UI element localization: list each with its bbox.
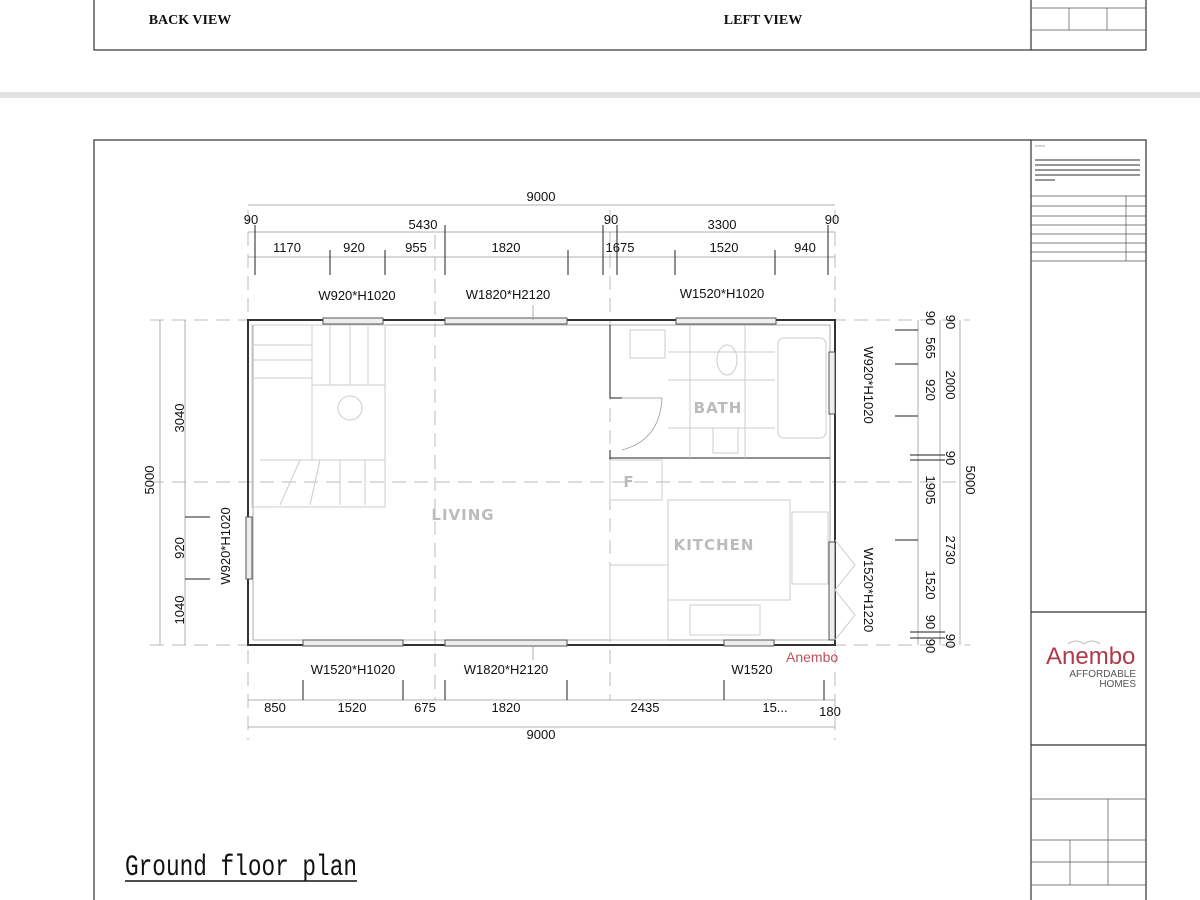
dim-label: 920 (923, 379, 938, 401)
dim-left-overall: 5000 (142, 466, 157, 495)
top-sheet: BACK VIEW LEFT VIEW (93, 0, 1147, 51)
dim-label: 3300 (708, 217, 737, 232)
dim-label: 1675 (606, 240, 635, 255)
dim-label: 850 (264, 700, 286, 715)
watermark-main: Anembo (786, 649, 838, 665)
window (828, 351, 836, 415)
dim-label: 1905 (923, 476, 938, 505)
window (444, 317, 568, 325)
window-label: W920*H1020 (861, 346, 876, 423)
dim-label: 940 (794, 240, 816, 255)
dim-label: 1520 (338, 700, 367, 715)
logo-sub2: HOMES (1099, 679, 1136, 690)
window-label: W1520*H1020 (680, 286, 765, 301)
window (444, 639, 568, 647)
dim-label: 90 (943, 315, 958, 329)
dim-label: 90 (923, 311, 938, 325)
top-dimensions: 9000 90 5430 90 3300 90 1170 920 955 182… (244, 189, 839, 303)
title-block: Anembo AFFORDABLE HOMES (1031, 145, 1146, 886)
dim-top-overall: 9000 (527, 189, 556, 204)
dim-label: 1820 (492, 700, 521, 715)
dim-label: 90 (923, 615, 938, 629)
window-label: W920*H1020 (318, 288, 395, 303)
dim-right-overall: 5000 (963, 466, 978, 495)
window (828, 541, 836, 641)
dim-label: 565 (923, 337, 938, 359)
dim-label: 180 (819, 704, 841, 719)
sheet-separator (0, 92, 1200, 98)
room-kitchen: KITCHEN (674, 536, 755, 554)
room-fridge: F (623, 473, 634, 491)
window-label: W1520*H1220 (861, 548, 876, 633)
left-dimensions: 5000 3040 920 1040 W920*H1020 (142, 320, 233, 645)
window (723, 639, 775, 647)
dim-label: 2435 (631, 700, 660, 715)
floor-plan: LIVING BATH KITCHEN F (245, 305, 856, 660)
room-bath: BATH (694, 399, 743, 417)
window-label: W920*H1020 (218, 507, 233, 584)
logo-main: Anembo (1046, 643, 1135, 670)
dim-label: 1040 (172, 596, 187, 625)
dim-label: 15... (762, 700, 787, 715)
dim-label: 90 (825, 212, 839, 227)
left-view-label: LEFT VIEW (724, 13, 802, 28)
room-living: LIVING (431, 506, 494, 524)
bottom-dimensions: W1520*H1020 W1820*H2120 W1520 850 1520 6… (248, 662, 841, 742)
dim-label: 5430 (409, 217, 438, 232)
anembo-logo: Anembo AFFORDABLE HOMES (1046, 640, 1136, 690)
window-label: W1820*H2120 (464, 662, 549, 677)
main-sheet (93, 139, 1147, 900)
right-dimensions: W920*H1020 W1520*H1220 90 565 920 1905 9… (861, 311, 978, 653)
window (675, 317, 777, 325)
window-label: W1820*H2120 (466, 287, 551, 302)
dim-label: 1820 (492, 240, 521, 255)
window (245, 516, 253, 580)
dim-bottom-overall: 9000 (527, 727, 556, 742)
window (302, 639, 404, 647)
back-view-label: BACK VIEW (149, 13, 232, 28)
dim-label: 920 (172, 537, 187, 559)
dim-label: 2730 (943, 536, 958, 565)
dim-label: 90 (943, 451, 958, 465)
dim-label: 1520 (923, 571, 938, 600)
dim-label: 675 (414, 700, 436, 715)
dim-label: 90 (604, 212, 618, 227)
dim-label: 920 (343, 240, 365, 255)
dim-label: 3040 (172, 404, 187, 433)
dim-label: 90 (244, 212, 258, 227)
dim-label: 955 (405, 240, 427, 255)
dim-label: 90 (923, 639, 938, 653)
drawing-title: Ground floor plan (125, 851, 357, 885)
dim-label: 1170 (273, 240, 301, 255)
dim-label: 90 (943, 634, 958, 648)
logo-sub1: AFFORDABLE (1069, 669, 1136, 680)
window (322, 317, 384, 325)
window-label: W1520 (731, 662, 772, 677)
window-label: W1520*H1020 (311, 662, 396, 677)
grid-lines (150, 210, 970, 740)
dim-label: 1520 (710, 240, 739, 255)
watermark-logo: Anembo (786, 649, 838, 665)
dim-label: 2000 (943, 371, 958, 400)
